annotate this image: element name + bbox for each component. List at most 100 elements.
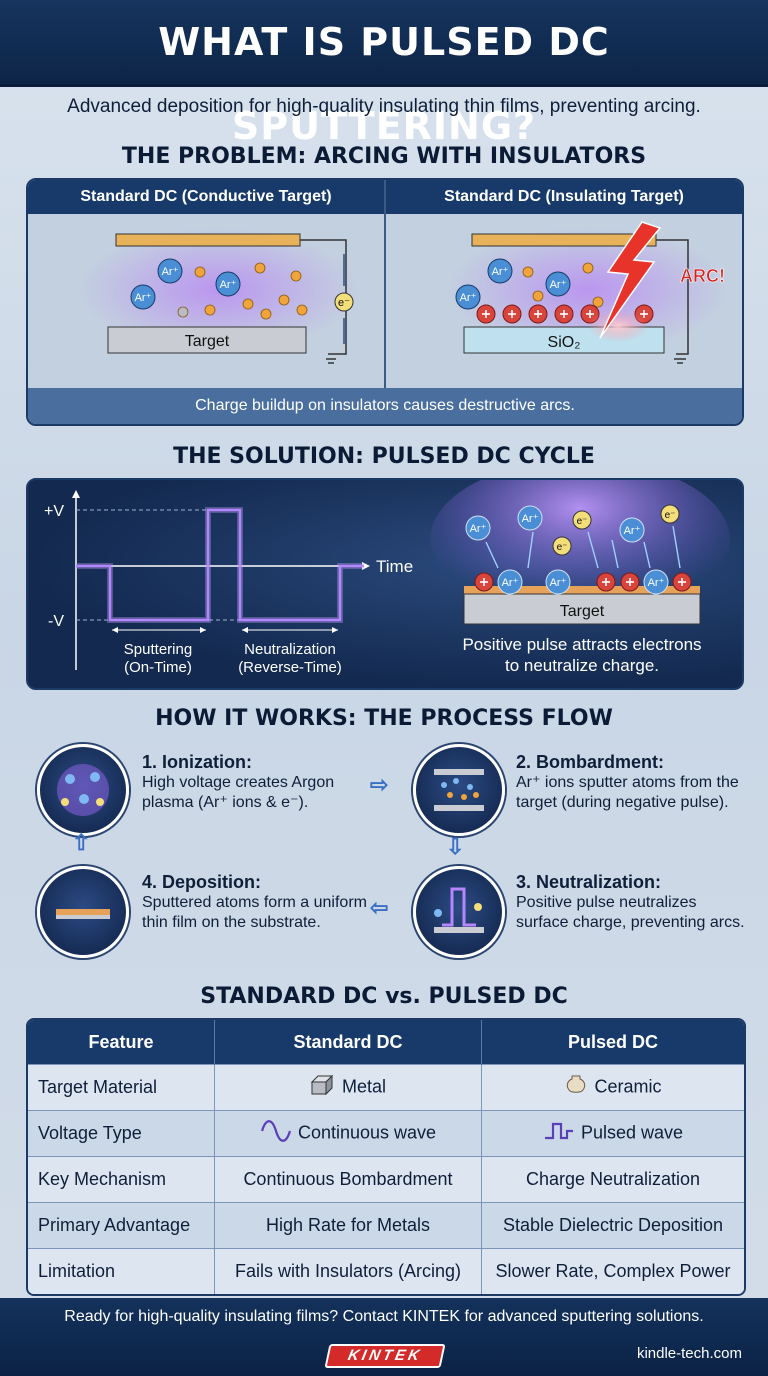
solution-panel: +V -V Time Sputtering (On-Time) Neutrali… <box>26 478 744 690</box>
header-banner: WHAT IS PULSED DC SPUTTERING? <box>0 0 768 148</box>
row-feature: Primary Advantage <box>28 1202 215 1249</box>
sputtering-label: Sputtering <box>124 641 192 658</box>
argon-ions-left: Ar⁺ Ar⁺ Ar⁺ <box>130 258 241 310</box>
row-standard: Continuous Bombardment <box>214 1156 482 1203</box>
sputtered-atoms-left <box>177 262 308 320</box>
table-row: Limitation Fails with Insulators (Arcing… <box>28 1248 744 1294</box>
row-feature: Limitation <box>28 1248 215 1294</box>
row-pulsed: Charge Neutralization <box>481 1156 744 1203</box>
pulse-waveform <box>76 508 364 622</box>
metal-block-icon <box>310 1074 336 1101</box>
pulsed-waveform-chart: +V -V Time Sputtering (On-Time) Neutrali… <box>44 480 730 676</box>
argon-ions-right: Ar⁺ Ar⁺ Ar⁺ <box>455 258 571 310</box>
step-deposition-title: 4. Deposition: <box>142 872 262 892</box>
page-title: WHAT IS PULSED DC SPUTTERING? <box>158 20 610 148</box>
step-bombardment-text: Ar⁺ ions sputter atoms from the target (… <box>516 774 739 811</box>
conductive-panel-title: Standard DC (Conductive Target) <box>28 180 384 214</box>
bombardment-icon <box>413 744 505 836</box>
footer-cta: Ready for high-quality insulating films?… <box>64 1308 704 1325</box>
website-link[interactable]: kindle-tech.com <box>636 1345 742 1362</box>
row-standard: High Rate for Metals <box>214 1202 482 1249</box>
solution-caption-line1: Positive pulse attracts electrons <box>462 635 702 654</box>
solution-caption-line2: to neutralize charge. <box>504 656 660 675</box>
svg-text:e⁻: e⁻ <box>557 542 568 553</box>
plus-v-label: +V <box>44 503 64 520</box>
page-subtitle: Advanced deposition for high-quality ins… <box>67 96 701 117</box>
svg-text:e⁻: e⁻ <box>577 516 588 527</box>
svg-text:Ar⁺: Ar⁺ <box>522 513 539 525</box>
lightning-bolt-icon <box>599 221 662 339</box>
table-header-row: Feature Standard DC Pulsed DC <box>28 1020 744 1065</box>
row-pulsed: Ceramic <box>481 1064 744 1111</box>
ceramic-vase-icon <box>564 1073 588 1102</box>
svg-text:Ar⁺: Ar⁺ <box>492 266 509 278</box>
svg-text:Ar⁺: Ar⁺ <box>470 523 487 535</box>
comparison-heading: STANDARD DC vs. PULSED DC <box>200 984 568 1009</box>
row-standard: Fails with Insulators (Arcing) <box>214 1248 482 1294</box>
step-bombardment-title: 2. Bombardment: <box>516 752 665 772</box>
table-row: Key Mechanism Continuous Bombardment Cha… <box>28 1156 744 1203</box>
deposition-icon <box>37 866 129 958</box>
arrow-right-icon: ⇨ <box>370 772 389 797</box>
problem-panel: Standard DC (Conductive Target) Standard… <box>26 178 744 426</box>
step-neutralization-text: Positive pulse neutralizes surface charg… <box>516 894 745 931</box>
solution-caption: Positive pulse attracts electrons to neu… <box>432 634 732 676</box>
header-pulsed-dc: Pulsed DC <box>481 1020 744 1065</box>
step-deposition-text: Sputtered atoms form a uniform thin film… <box>142 894 367 931</box>
step-bombardment: 2. Bombardment: Ar⁺ ions sputter atoms f… <box>516 752 752 813</box>
arc-label: ARC! <box>680 266 725 286</box>
step-neutralization-title: 3. Neutralization: <box>516 872 662 892</box>
substrate-left <box>115 233 301 247</box>
sputtered-atoms-right <box>522 262 604 308</box>
comparison-table: Feature Standard DC Pulsed DC Target Mat… <box>26 1018 746 1296</box>
step-ionization: 1. Ionization: High voltage creates Argo… <box>142 752 374 813</box>
argon-ions-solution: Ar⁺ Ar⁺ Ar⁺ Ar⁺ Ar⁺ Ar⁺ <box>465 505 669 595</box>
svg-text:Ar⁺: Ar⁺ <box>550 577 567 589</box>
row-standard: Continuous wave <box>214 1110 482 1157</box>
reverse-time-label: (Reverse-Time) <box>238 659 342 676</box>
svg-text:Ar⁺: Ar⁺ <box>502 577 519 589</box>
arrow-left-icon: ⇦ <box>370 895 389 920</box>
table-row: Target Material Metal Ceramic <box>28 1064 744 1111</box>
arrow-down-icon: ⇩ <box>446 834 465 859</box>
row-feature: Key Mechanism <box>28 1156 215 1203</box>
surface-charges <box>474 572 692 592</box>
target-right-label: SiO₂ <box>548 334 581 351</box>
row-feature: Target Material <box>28 1064 215 1111</box>
electrons-solution: e⁻ e⁻ e⁻ <box>552 504 680 556</box>
process-heading: HOW IT WORKS: THE PROCESS FLOW <box>155 706 613 731</box>
panel-divider <box>384 180 386 388</box>
arcing-diagram: Target e⁻ Ar⁺ Ar⁺ Ar⁺ SiO₂ Ar⁺ Ar⁺ Ar⁺ <box>78 221 728 364</box>
svg-text:Ar⁺: Ar⁺ <box>220 279 237 291</box>
step-deposition: 4. Deposition: Sputtered atoms form a un… <box>142 872 374 933</box>
problem-caption: Charge buildup on insulators causes dest… <box>28 388 742 424</box>
solution-heading: THE SOLUTION: PULSED DC CYCLE <box>173 444 595 469</box>
arrow-up-icon: ⇧ <box>72 830 91 855</box>
header-standard-dc: Standard DC <box>214 1020 482 1065</box>
table-row: Voltage Type Continuous wave Pulsed wave <box>28 1110 744 1157</box>
row-feature: Voltage Type <box>28 1110 215 1157</box>
arc-flash <box>588 310 648 342</box>
solution-target-label: Target <box>560 603 605 620</box>
svg-text:Ar⁺: Ar⁺ <box>648 577 665 589</box>
neutralized-layer <box>464 586 700 594</box>
target-left-label: Target <box>185 333 230 350</box>
sine-wave-icon <box>260 1120 292 1147</box>
problem-heading: THE PROBLEM: ARCING WITH INSULATORS <box>121 144 647 169</box>
kintek-logo[interactable]: KINTEK <box>324 1344 446 1368</box>
on-time-label: (On-Time) <box>124 659 192 676</box>
insulating-panel-title: Standard DC (Insulating Target) <box>386 180 742 214</box>
step-ionization-text: High voltage creates Argon plasma (Ar⁺ i… <box>142 774 335 811</box>
row-pulsed: Slower Rate, Complex Power <box>481 1248 744 1294</box>
square-wave-icon <box>543 1120 575 1147</box>
header-feature: Feature <box>28 1020 215 1065</box>
svg-text:Ar⁺: Ar⁺ <box>460 292 477 304</box>
neutralization-label: Neutralization <box>244 641 336 658</box>
row-pulsed: Stable Dielectric Deposition <box>481 1202 744 1249</box>
target-left <box>107 326 307 354</box>
footer: Ready for high-quality insulating films?… <box>0 1298 768 1376</box>
step-neutralization: 3. Neutralization: Positive pulse neutra… <box>516 872 752 933</box>
svg-text:Ar⁺: Ar⁺ <box>624 525 641 537</box>
svg-text:Ar⁺: Ar⁺ <box>162 266 179 278</box>
ionization-icon <box>37 744 129 836</box>
